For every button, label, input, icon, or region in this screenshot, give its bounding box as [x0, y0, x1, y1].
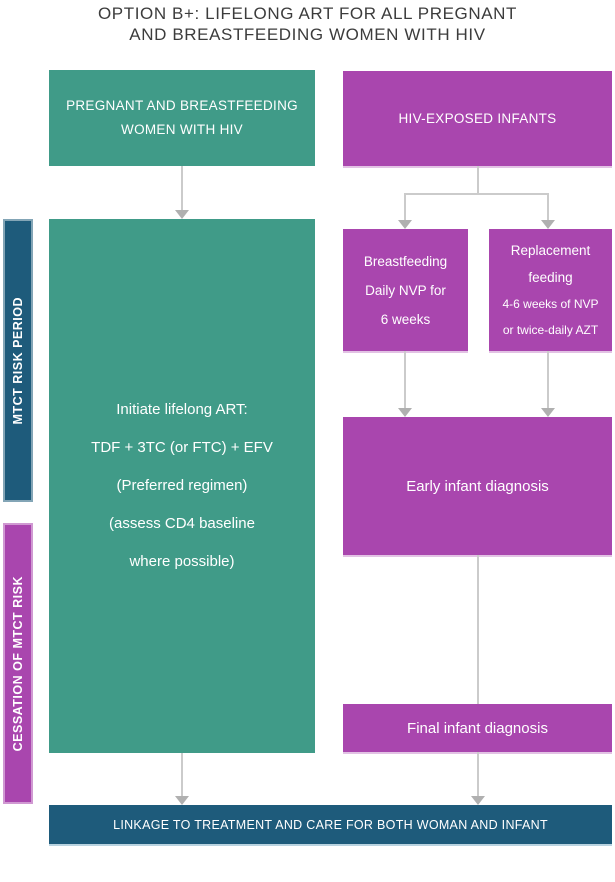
connector-line-replacement-to-early — [547, 351, 549, 409]
arrowhead-breastfeeding-to-early — [398, 408, 412, 417]
connector-line-final-to-linkage — [477, 752, 479, 797]
art-line: where possible) — [129, 553, 235, 570]
arrowhead-to-breastfeeding — [398, 220, 412, 229]
page-title-line-1: OPTION B+: LIFELONG ART FOR ALL PREGNANT — [97, 4, 518, 23]
box-breastfeeding-nvp: Breastfeeding Daily NVP for 6 weeks — [343, 229, 468, 351]
art-line: TDF + 3TC (or FTC) + EFV — [91, 439, 273, 456]
bar-linkage-to-treatment: LINKAGE TO TREATMENT AND CARE FOR BOTH W… — [49, 805, 612, 844]
cessation-of-mtct-risk-label: CESSATION OF MTCT RISK — [11, 575, 25, 752]
connector-line-to-breastfeeding — [404, 193, 406, 221]
arrowhead-women-to-art — [175, 210, 189, 219]
box-replacement-feeding: Replacement feeding 4-6 weeks of NVP or … — [489, 229, 612, 351]
page-title: OPTION B+: LIFELONG ART FOR ALL PREGNANT… — [0, 3, 615, 45]
art-line: Initiate lifelong ART: — [116, 401, 248, 418]
connector-line-breastfeeding-to-early — [404, 351, 406, 409]
page-title-line-2: AND BREASTFEEDING WOMEN WITH HIV — [129, 25, 486, 44]
arrowhead-final-to-linkage — [471, 796, 485, 805]
connector-line-to-replacement — [547, 193, 549, 221]
linkage-to-treatment-label: LINKAGE TO TREATMENT AND CARE FOR BOTH W… — [113, 817, 548, 832]
replacement-line: 4-6 weeks of NVP — [502, 297, 599, 311]
arrowhead-art-to-linkage — [175, 796, 189, 805]
box-hiv-exposed-infants: HIV-EXPOSED INFANTS — [343, 71, 612, 166]
arrowhead-replacement-to-early — [541, 408, 555, 417]
final-infant-diagnosis-label: Final infant diagnosis — [407, 719, 548, 737]
sidebar-cessation-of-mtct-risk: CESSATION OF MTCT RISK — [3, 523, 33, 804]
box-early-infant-diagnosis: Early infant diagnosis — [343, 417, 612, 555]
box-hiv-exposed-infants-label: HIV-EXPOSED INFANTS — [398, 111, 557, 126]
breastfeeding-line: 6 weeks — [380, 311, 431, 327]
replacement-line: Replacement — [510, 243, 591, 258]
connector-line-early-to-final — [477, 555, 479, 704]
art-line: (Preferred regimen) — [116, 477, 248, 494]
art-line: (assess CD4 baseline — [109, 515, 255, 532]
connector-line-women-to-art — [181, 166, 183, 212]
connector-line-infants-branch — [404, 193, 549, 195]
connector-line-art-to-linkage — [181, 753, 183, 797]
replacement-line: or twice-daily AZT — [502, 323, 599, 337]
breastfeeding-line: Breastfeeding — [363, 253, 448, 269]
box-final-infant-diagnosis: Final infant diagnosis — [343, 704, 612, 752]
early-infant-diagnosis-label: Early infant diagnosis — [406, 477, 549, 495]
replacement-line: feeding — [528, 270, 573, 285]
sidebar-mtct-risk-period: MTCT RISK PERIOD — [3, 219, 33, 502]
arrowhead-to-replacement — [541, 220, 555, 229]
connector-line-infants-stem — [477, 166, 479, 194]
breastfeeding-line: Daily NVP for — [365, 282, 446, 298]
box-initiate-lifelong-art: Initiate lifelong ART: TDF + 3TC (or FTC… — [49, 219, 315, 753]
box-pregnant-breastfeeding-women: PREGNANT AND BREASTFEEDING WOMEN WITH HI… — [49, 70, 315, 166]
mtct-risk-period-label: MTCT RISK PERIOD — [11, 296, 25, 425]
box-pregnant-breastfeeding-women-label: PREGNANT AND BREASTFEEDING WOMEN WITH HI… — [66, 98, 298, 137]
